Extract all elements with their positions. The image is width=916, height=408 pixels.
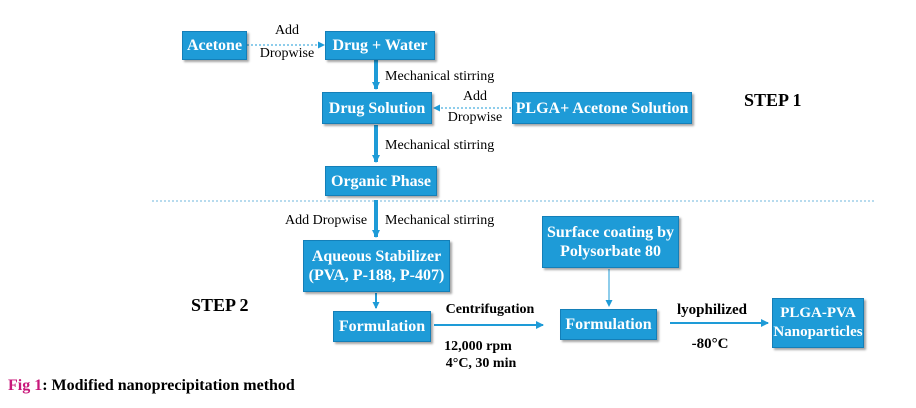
acetone-box: Acetone [182, 31, 247, 60]
plga-acetone-label: PLGA+ Acetone Solution [515, 99, 689, 117]
mech-stirring-label-2: Mechanical stirring [385, 138, 495, 153]
organic-phase-label: Organic Phase [331, 172, 431, 190]
formulation-box-2: Formulation [560, 309, 657, 340]
nanoparticles-box: PLGA-PVA Nanoparticles [772, 298, 864, 348]
drug-water-label: Drug + Water [332, 37, 428, 54]
lyophilized-temp-label: -80°C [691, 336, 729, 352]
drug-solution-box: Drug Solution [322, 92, 432, 124]
dropwise-label-1: Dropwise [259, 46, 315, 61]
nanoparticles-line1: PLGA-PVA [780, 305, 856, 321]
aqueous-stabilizer-line2: (PVA, P-188, P-407) [308, 267, 445, 284]
step-2-heading: STEP 2 [191, 295, 249, 315]
plga-acetone-box: PLGA+ Acetone Solution [512, 92, 692, 124]
centrifugation-conditions-label: 4°C, 30 min [445, 356, 517, 371]
figure-caption: Fig 1: Modified nanoprecipitation method [8, 377, 295, 395]
mech-stirring-label-3: Mechanical stirring [385, 213, 495, 228]
formulation-box-1: Formulation [333, 311, 431, 342]
centrifugation-label: Centrifugation [445, 302, 535, 317]
add-label-2: Add [462, 89, 488, 104]
drug-water-box: Drug + Water [325, 31, 435, 60]
nanoparticles-line2: Nanoparticles [773, 324, 863, 340]
figure-caption-text: : Modified nanoprecipitation method [42, 377, 295, 394]
organic-phase-box: Organic Phase [325, 166, 437, 196]
centrifugation-rpm-label: 12,000 rpm [444, 339, 512, 354]
formulation-1-label: Formulation [338, 318, 426, 335]
step-1-heading: STEP 1 [744, 90, 802, 110]
mech-stirring-label-1: Mechanical stirring [385, 69, 495, 84]
aqueous-stabilizer-line1: Aqueous Stabilizer [311, 248, 442, 265]
acetone-label: Acetone [186, 37, 243, 54]
figure-number: Fig 1 [8, 377, 43, 394]
surface-coating-line1: Surface coating by [546, 224, 675, 241]
aqueous-stabilizer-box: Aqueous Stabilizer (PVA, P-188, P-407) [303, 240, 450, 292]
lyophilized-label: lyophilized [676, 302, 747, 318]
add-label-1: Add [274, 23, 300, 38]
surface-coating-box: Surface coating by Polysorbate 80 [542, 216, 679, 268]
surface-coating-line2: Polysorbate 80 [560, 243, 661, 260]
add-dropwise-label-3: Add Dropwise [285, 213, 368, 228]
dropwise-label-2: Dropwise [447, 110, 503, 125]
drug-solution-label: Drug Solution [328, 99, 426, 117]
formulation-2-label: Formulation [565, 316, 652, 333]
